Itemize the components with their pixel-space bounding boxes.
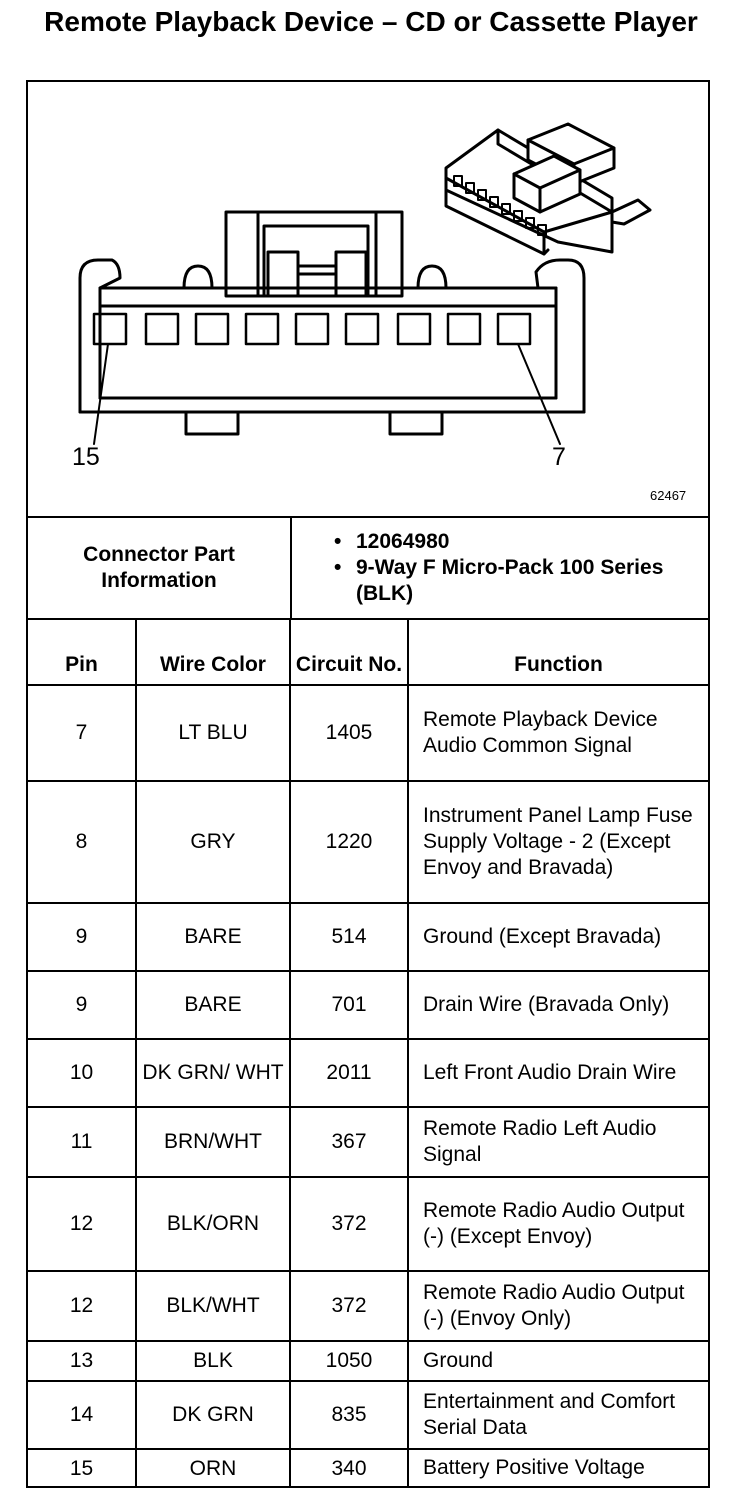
wire-color-cell: BLK	[135, 1340, 291, 1382]
function-cell: Remote Radio Left Audio Signal	[407, 1106, 708, 1178]
function-cell: Ground (Except Bravada)	[407, 902, 708, 972]
connector-info-values: •12064980 •9-Way F Micro-Pack 100 Series…	[291, 516, 708, 618]
circuit-cell: 1050	[289, 1340, 409, 1382]
pin-table-header: Pin Wire Color Circuit No. Function	[28, 618, 708, 686]
table-row: 8 GRY 1220 Instrument Panel Lamp Fuse Su…	[28, 780, 708, 904]
header-circuit-no: Circuit No.	[289, 618, 409, 686]
connector-type: 9-Way F Micro-Pack 100 Series (BLK)	[356, 556, 664, 605]
connector-iso-icon	[444, 122, 652, 256]
connector-document-frame: 15 7 62467 Connector Part Information •1…	[26, 80, 710, 1488]
wire-color-cell: ORN	[135, 1448, 291, 1487]
function-cell: Left Front Audio Drain Wire	[407, 1038, 708, 1108]
pin-label-7: 7	[552, 443, 566, 471]
connector-info-label: Connector Part Information	[28, 516, 292, 618]
pin-cell: 14	[28, 1380, 137, 1450]
pin-cell: 9	[28, 970, 137, 1040]
circuit-cell: 1220	[289, 780, 409, 904]
table-row: 13 BLK 1050 Ground	[28, 1340, 708, 1382]
pin-label-15: 15	[72, 443, 100, 471]
wire-color-cell: BLK/ORN	[135, 1176, 291, 1272]
function-cell: Entertainment and Comfort Serial Data	[407, 1380, 708, 1450]
table-row: 10 DK GRN/ WHT 2011 Left Front Audio Dra…	[28, 1038, 708, 1108]
pin-cell: 11	[28, 1106, 137, 1178]
circuit-cell: 514	[289, 902, 409, 972]
wire-color-cell: BARE	[135, 970, 291, 1040]
function-cell: Battery Positive Voltage	[407, 1448, 708, 1487]
wire-color-cell: BARE	[135, 902, 291, 972]
pin-cell: 12	[28, 1176, 137, 1272]
function-cell: Remote Radio Audio Output (-) (Except En…	[407, 1176, 708, 1272]
connector-info-bullet: •9-Way F Micro-Pack 100 Series (BLK)	[292, 555, 708, 607]
function-cell: Instrument Panel Lamp Fuse Supply Voltag…	[407, 780, 708, 904]
circuit-cell: 1405	[289, 684, 409, 782]
pin-cell: 10	[28, 1038, 137, 1108]
wire-color-cell: DK GRN/ WHT	[135, 1038, 291, 1108]
circuit-cell: 701	[289, 970, 409, 1040]
function-cell: Remote Playback Device Audio Common Sign…	[407, 684, 708, 782]
header-wire-color: Wire Color	[135, 618, 291, 686]
circuit-cell: 372	[289, 1176, 409, 1272]
pin-cell: 8	[28, 780, 137, 904]
pin-cell: 7	[28, 684, 137, 782]
circuit-cell: 372	[289, 1270, 409, 1342]
wire-color-cell: BLK/WHT	[135, 1270, 291, 1342]
figure-number: 62467	[650, 488, 686, 503]
circuit-cell: 340	[289, 1448, 409, 1487]
pin-cell: 12	[28, 1270, 137, 1342]
part-number: 12064980	[356, 530, 450, 553]
header-pin: Pin	[28, 618, 137, 686]
table-row: 9 BARE 701 Drain Wire (Bravada Only)	[28, 970, 708, 1040]
table-row: 12 BLK/WHT 372 Remote Radio Audio Output…	[28, 1270, 708, 1342]
header-function: Function	[407, 618, 708, 686]
pin-cell: 13	[28, 1340, 137, 1382]
wire-color-cell: LT BLU	[135, 684, 291, 782]
function-cell: Ground	[407, 1340, 708, 1382]
function-cell: Drain Wire (Bravada Only)	[407, 970, 708, 1040]
table-row: 11 BRN/WHT 367 Remote Radio Left Audio S…	[28, 1106, 708, 1178]
table-row: 9 BARE 514 Ground (Except Bravada)	[28, 902, 708, 972]
page-title: Remote Playback Device – CD or Cassette …	[44, 6, 698, 37]
table-row: 14 DK GRN 835 Entertainment and Comfort …	[28, 1380, 708, 1450]
table-row: 12 BLK/ORN 372 Remote Radio Audio Output…	[28, 1176, 708, 1272]
circuit-cell: 2011	[289, 1038, 409, 1108]
table-row: 15 ORN 340 Battery Positive Voltage	[28, 1448, 708, 1487]
connector-face-icon: 15 7 62467	[72, 122, 686, 503]
wire-color-cell: BRN/WHT	[135, 1106, 291, 1178]
table-row: 7 LT BLU 1405 Remote Playback Device Aud…	[28, 684, 708, 782]
circuit-cell: 367	[289, 1106, 409, 1178]
pin-cell: 9	[28, 902, 137, 972]
circuit-cell: 835	[289, 1380, 409, 1450]
pin-table: Pin Wire Color Circuit No. Function 7 LT…	[28, 618, 708, 1487]
connector-info-table: Connector Part Information •12064980 •9-…	[28, 516, 708, 618]
pin-cell: 15	[28, 1448, 137, 1487]
connector-diagram: 15 7 62467	[28, 82, 708, 516]
wire-color-cell: DK GRN	[135, 1380, 291, 1450]
wire-color-cell: GRY	[135, 780, 291, 904]
connector-info-bullet: •12064980	[334, 530, 450, 553]
function-cell: Remote Radio Audio Output (-) (Envoy Onl…	[407, 1270, 708, 1342]
